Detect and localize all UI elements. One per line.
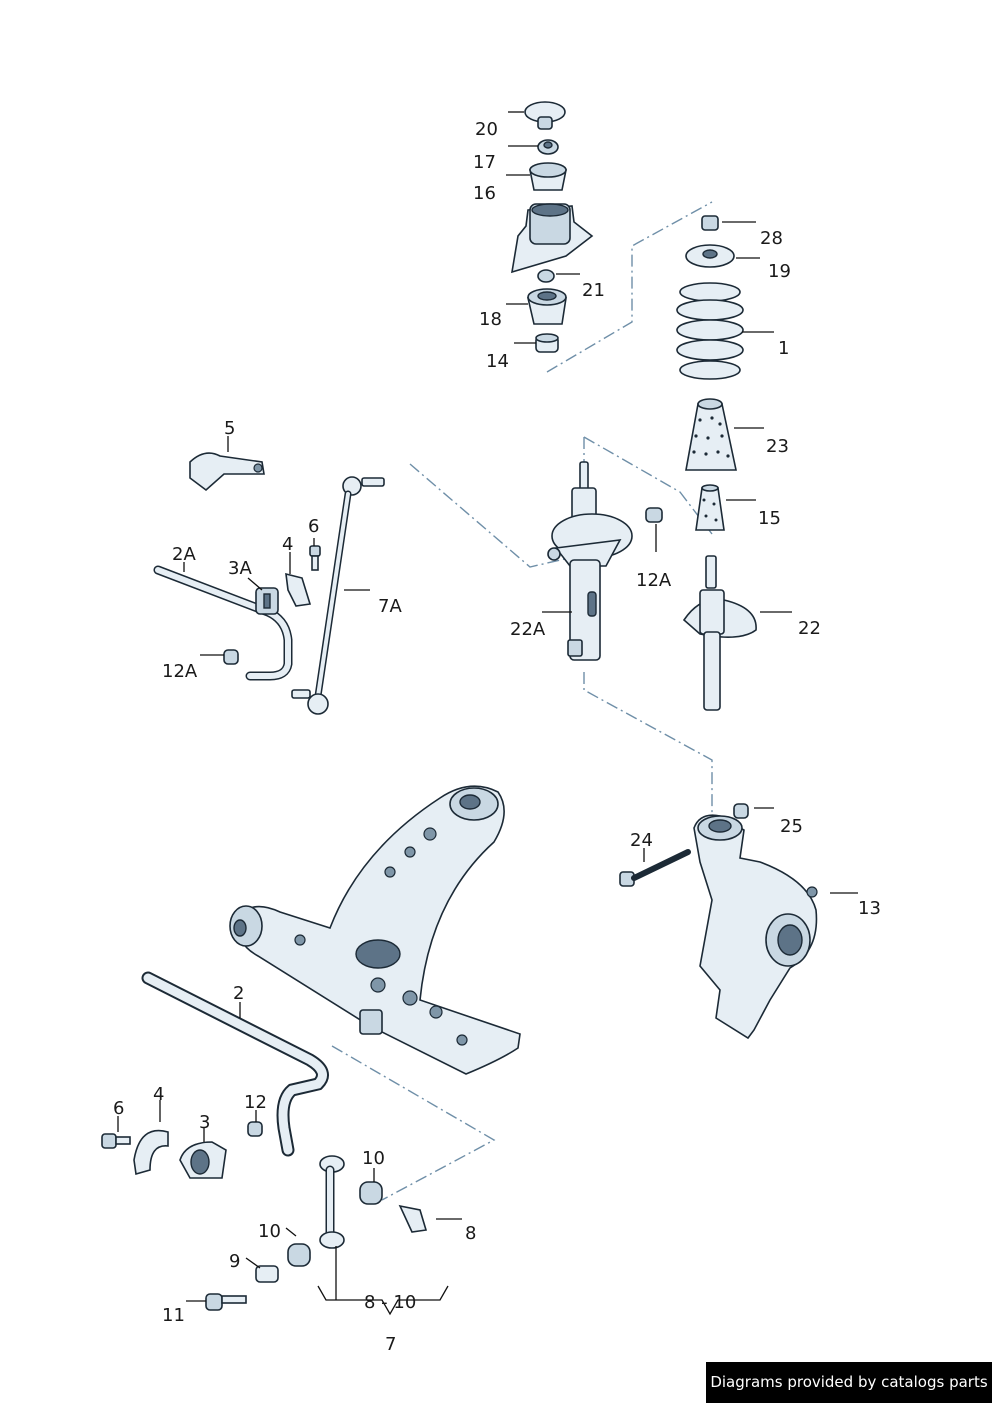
label-14: 14 bbox=[486, 351, 509, 372]
part-12a-nut-top bbox=[645, 507, 663, 523]
label-5: 5 bbox=[224, 418, 235, 439]
part-7-link-assembly bbox=[205, 1155, 428, 1311]
part-22-shock-absorber bbox=[682, 555, 757, 711]
part-14-washer bbox=[535, 333, 559, 353]
label-10-b: 10 bbox=[258, 1221, 281, 1242]
label-6-top: 6 bbox=[308, 516, 319, 537]
part-28-nut bbox=[701, 215, 719, 231]
label-22: 22 bbox=[798, 618, 821, 639]
part-21-nut bbox=[537, 269, 555, 283]
part-23-dust-boot bbox=[685, 398, 737, 471]
part-20-cap bbox=[524, 101, 566, 130]
label-8-10: 8 - 10 bbox=[364, 1292, 416, 1313]
part-2a-stabilizer-bar bbox=[153, 565, 293, 681]
label-19: 19 bbox=[768, 261, 791, 282]
part-12a-nut-left bbox=[223, 649, 239, 665]
part-3a-rubber-bush bbox=[255, 587, 279, 615]
label-2: 2 bbox=[233, 983, 244, 1004]
part-25-nut bbox=[733, 803, 749, 819]
label-13: 13 bbox=[858, 898, 881, 919]
part-2-stabilizer-bar bbox=[141, 971, 329, 1157]
part-24-bolt bbox=[619, 849, 691, 887]
label-6-bottom: 6 bbox=[113, 1098, 124, 1119]
part-7a-link bbox=[291, 476, 385, 715]
label-16: 16 bbox=[473, 183, 496, 204]
label-12a-left: 12A bbox=[162, 661, 198, 682]
part-5-bracket bbox=[189, 452, 265, 492]
catalog-credit-banner: Diagrams provided by catalogs parts bbox=[706, 1362, 992, 1403]
part-18-bearing bbox=[526, 288, 567, 325]
label-3: 3 bbox=[199, 1112, 210, 1133]
label-11: 11 bbox=[162, 1305, 185, 1326]
part-6-bolt-top bbox=[309, 545, 321, 571]
label-23: 23 bbox=[766, 436, 789, 457]
part-4-clamp-top bbox=[285, 572, 312, 607]
label-21: 21 bbox=[582, 280, 605, 301]
label-9: 9 bbox=[229, 1251, 240, 1272]
label-4-top: 4 bbox=[282, 534, 293, 555]
label-17: 17 bbox=[473, 152, 496, 173]
part-13-steering-knuckle bbox=[693, 814, 818, 1040]
label-12: 12 bbox=[244, 1092, 267, 1113]
part-1-coil-spring bbox=[676, 282, 744, 380]
part-control-arm bbox=[229, 785, 521, 1075]
part-3-rubber-bush bbox=[179, 1141, 227, 1179]
part-4-clamp-bottom bbox=[133, 1129, 169, 1176]
label-22a: 22A bbox=[510, 619, 546, 640]
label-2a: 2A bbox=[172, 544, 196, 565]
label-15: 15 bbox=[758, 508, 781, 529]
label-8: 8 bbox=[465, 1223, 476, 1244]
label-7a: 7A bbox=[378, 596, 402, 617]
part-16-bush bbox=[529, 162, 567, 191]
part-12-nut bbox=[247, 1121, 263, 1137]
label-7: 7 bbox=[385, 1334, 396, 1355]
label-12a-top: 12A bbox=[636, 570, 672, 591]
label-24: 24 bbox=[630, 830, 653, 851]
part-labels: 20 17 16 21 18 14 28 19 1 23 15 22 22A 1… bbox=[113, 119, 881, 1355]
label-20: 20 bbox=[475, 119, 498, 140]
label-3a: 3A bbox=[228, 558, 252, 579]
part-22a-strut bbox=[547, 461, 633, 661]
part-strut-mount bbox=[511, 203, 594, 274]
part-15-bump-stop bbox=[695, 484, 725, 531]
part-17-nut bbox=[537, 139, 559, 155]
label-10-a: 10 bbox=[362, 1148, 385, 1169]
label-18: 18 bbox=[479, 309, 502, 330]
label-4-bottom: 4 bbox=[153, 1084, 164, 1105]
assembly-lines bbox=[331, 201, 713, 1201]
part-6-bolt-bottom bbox=[101, 1133, 131, 1149]
label-1: 1 bbox=[778, 338, 789, 359]
label-28: 28 bbox=[760, 228, 783, 249]
label-25: 25 bbox=[780, 816, 803, 837]
part-19-spring-seat bbox=[685, 244, 735, 268]
leader-lines bbox=[117, 111, 858, 1316]
